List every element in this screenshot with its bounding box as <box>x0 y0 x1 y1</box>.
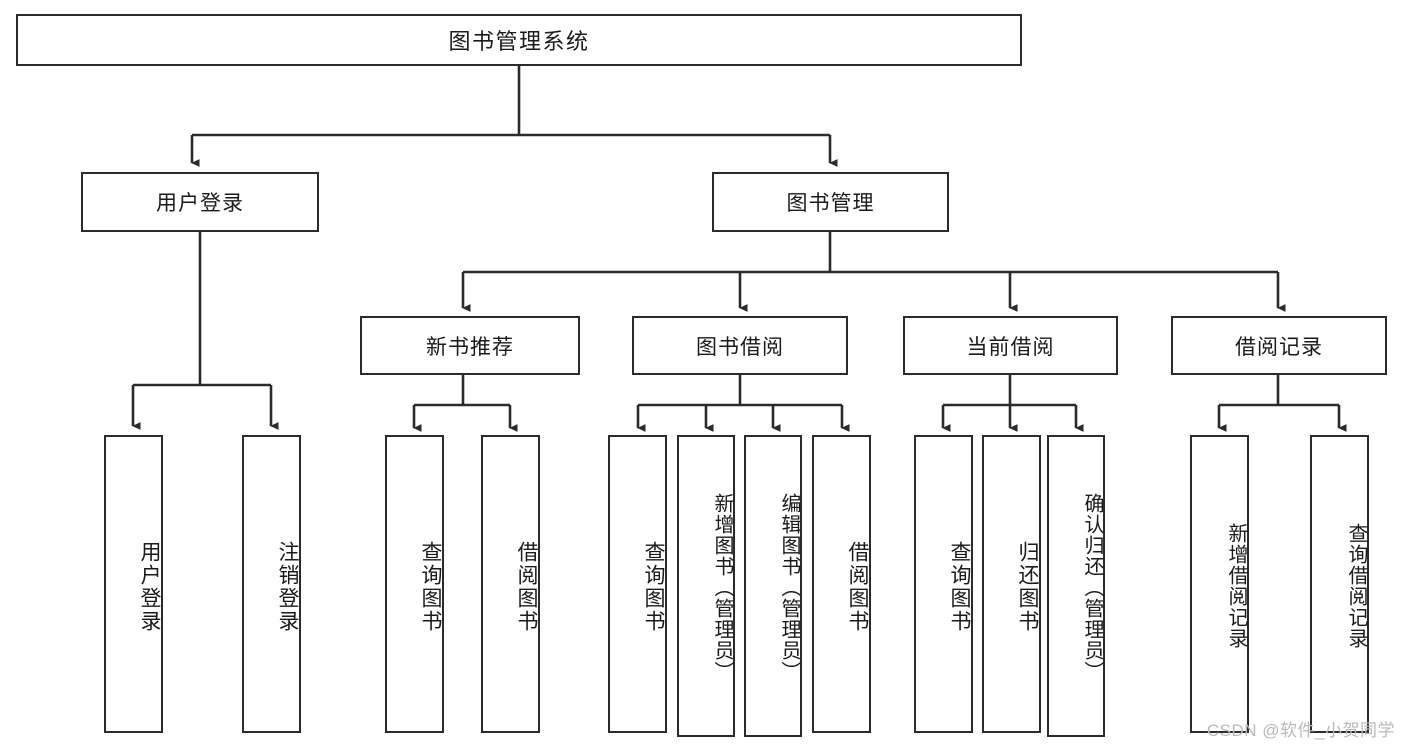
node-label: 图书借阅 <box>696 335 784 359</box>
leaf-return-book[interactable]: 归还图书 <box>982 435 1041 733</box>
node-current-borrow[interactable]: 当前借阅 <box>903 316 1118 375</box>
leaf-query-borrow-record[interactable]: 查询借阅记录 <box>1310 435 1369 733</box>
node-label: 新增图书（管理员） <box>711 493 733 682</box>
leaf-add-book-admin[interactable]: 新增图书（管理员） <box>677 435 735 737</box>
node-label: 用户登录 <box>156 192 244 215</box>
node-label: 查询借阅记录 <box>1345 522 1367 649</box>
node-label: 查询图书 <box>642 541 665 633</box>
node-label: 确认归还（管理员） <box>1081 493 1103 682</box>
node-label: 用户登录 <box>138 541 161 633</box>
node-label: 借阅记录 <box>1235 335 1323 359</box>
leaf-borrow-book[interactable]: 借阅图书 <box>812 435 871 733</box>
node-book-borrow[interactable]: 图书借阅 <box>632 316 848 375</box>
node-label: 新增借阅记录 <box>1225 522 1247 649</box>
node-label: 注销登录 <box>276 541 299 633</box>
node-borrow-record[interactable]: 借阅记录 <box>1171 316 1387 375</box>
node-new-book-recommend[interactable]: 新书推荐 <box>360 316 580 375</box>
leaf-query-book-recommend[interactable]: 查询图书 <box>385 435 444 733</box>
leaf-user-login[interactable]: 用户登录 <box>104 435 163 733</box>
node-root-library-system[interactable]: 图书管理系统 <box>16 14 1022 66</box>
watermark: CSDN @软件_小贺同学 <box>1206 721 1395 740</box>
leaf-borrow-book-recommend[interactable]: 借阅图书 <box>481 435 540 733</box>
node-label: 当前借阅 <box>966 335 1055 359</box>
node-user-login[interactable]: 用户登录 <box>81 172 319 232</box>
node-label: 借阅图书 <box>846 541 869 633</box>
node-label: 图书管理系统 <box>448 29 590 54</box>
leaf-query-book-borrow[interactable]: 查询图书 <box>608 435 667 733</box>
node-book-management[interactable]: 图书管理 <box>712 172 949 232</box>
node-label: 编辑图书（管理员） <box>778 493 800 682</box>
leaf-add-borrow-record[interactable]: 新增借阅记录 <box>1190 435 1249 733</box>
leaf-edit-book-admin[interactable]: 编辑图书（管理员） <box>744 435 802 737</box>
node-label: 归还图书 <box>1016 541 1039 633</box>
node-label: 查询图书 <box>419 541 442 633</box>
node-label: 查询图书 <box>948 541 971 633</box>
node-label: 图书管理 <box>786 192 875 215</box>
leaf-query-book-current[interactable]: 查询图书 <box>914 435 973 733</box>
node-label: 新书推荐 <box>426 335 514 359</box>
leaf-logout[interactable]: 注销登录 <box>242 435 301 733</box>
leaf-confirm-return-admin[interactable]: 确认归还（管理员） <box>1047 435 1105 737</box>
node-label: 借阅图书 <box>515 541 538 633</box>
